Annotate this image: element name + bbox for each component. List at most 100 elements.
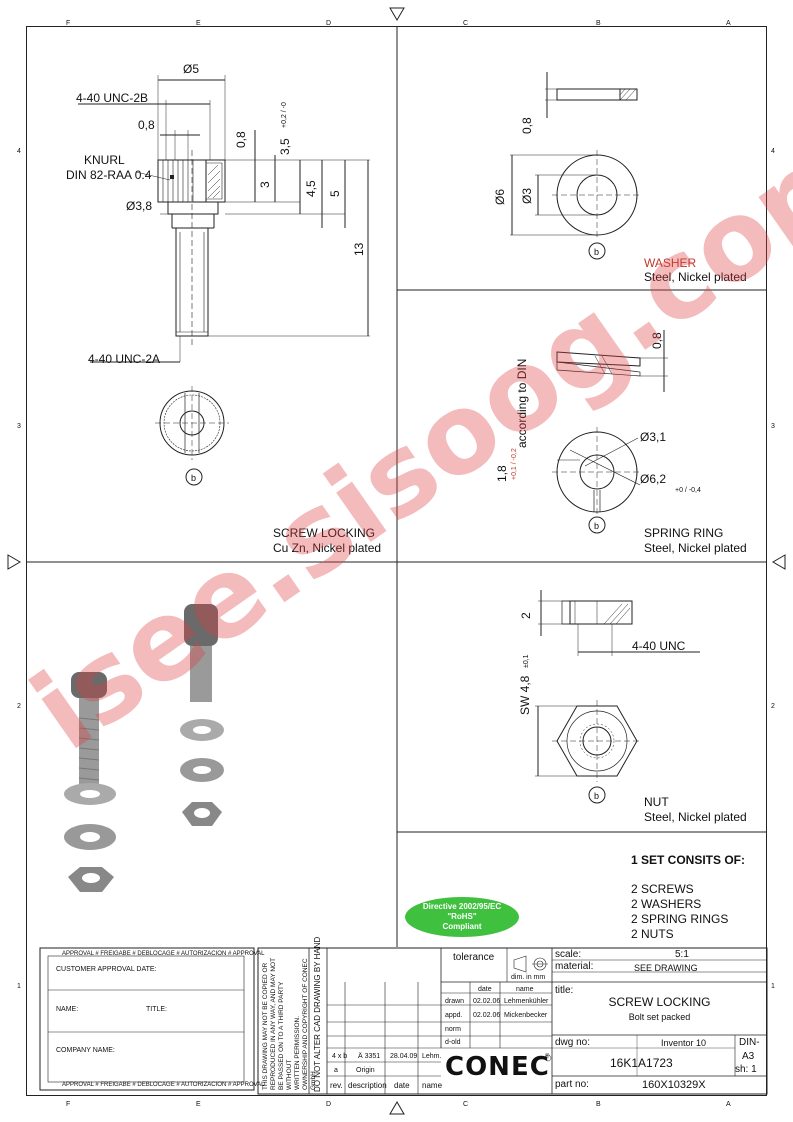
rohs-badge: Directive 2002/95/EC "RoHS" Compliant <box>405 902 519 932</box>
screw-dim-35-tol: +0,2 / -0 <box>281 102 288 128</box>
tolerance-label: tolerance <box>453 952 495 963</box>
screw-dim-diameter-38: Ø3,8 <box>126 199 153 213</box>
norm-label: norm <box>445 1026 461 1033</box>
rev-value: 4 x b <box>332 1053 348 1060</box>
screw-dim-45: 4,5 <box>304 180 318 197</box>
rev-header-rev: rev. <box>330 1081 343 1090</box>
material-value: SEE DRAWING <box>634 963 698 973</box>
nut-dim-2: 2 <box>519 612 533 619</box>
screw-dim-35: 3,5 <box>278 138 292 155</box>
grid-letter: A <box>726 20 731 27</box>
grid-number: 4 <box>771 148 775 155</box>
approval-company: COMPANY NAME: <box>56 1047 115 1054</box>
knurl-spec: DIN 82-RAA 0.4 <box>66 168 152 182</box>
grid-letter: C <box>463 20 469 27</box>
appd-date: 02.02.06 <box>473 1012 501 1019</box>
grid-letter: E <box>196 1101 201 1108</box>
rev-header-date: date <box>394 1081 410 1090</box>
screw-dim-13: 13 <box>352 242 366 256</box>
nut-thread: 4-40 UNC <box>632 639 686 653</box>
sheet-number: sh: 1 <box>735 1064 757 1075</box>
spring-dim-diameter-62-tol: +0 / -0,4 <box>675 487 701 494</box>
title-label: title: <box>555 985 574 996</box>
set-item: 2 WASHERS <box>631 897 702 911</box>
grid-number: 1 <box>771 983 775 990</box>
drawn-date: 02.02.06 <box>473 998 501 1005</box>
grid-number: 1 <box>17 983 21 990</box>
rohs-line: Compliant <box>442 922 482 931</box>
approval-banner-top: APPROVAL # FREIGABE # DEBLOCAGE # AUTORI… <box>62 951 265 957</box>
screw-dim-5: 5 <box>328 190 342 197</box>
approval-name: NAME: <box>56 1006 79 1013</box>
nut-title: NUT <box>644 795 669 809</box>
grid-letter: D <box>326 20 332 27</box>
title-sub: Bolt set packed <box>628 1012 691 1022</box>
spring-dim-diameter-31: Ø3,1 <box>640 430 667 444</box>
spring-dim-diameter-62: Ø6,2 <box>640 472 667 486</box>
approval-title: TITLE: <box>146 1006 168 1013</box>
rev-header-description: description <box>348 1081 387 1090</box>
rev-description: Ä 3351 <box>358 1053 381 1060</box>
set-heading: 1 SET CONSITS OF: <box>631 853 746 867</box>
grid-number: 3 <box>17 423 21 430</box>
screw-material: Cu Zn, Nickel plated <box>273 541 382 555</box>
cad-notice: DO NOT ALTER CAD DRAWING BY HAND <box>313 936 322 1092</box>
screw-dim-3: 3 <box>258 181 272 188</box>
din-label: DIN- <box>739 1037 760 1048</box>
grid-letter: F <box>66 1101 71 1108</box>
spring-according-din: according to DIN <box>515 358 529 448</box>
rev-date: 28.04.09 <box>390 1053 418 1060</box>
screw-thread-top: 4-40 UNC-2B <box>76 91 149 105</box>
copyright-line: REPRODUCED IN ANY WAY, AND MAY NOT <box>270 957 277 1090</box>
scale-label: scale: <box>555 949 582 960</box>
screw-dim-08: 0,8 <box>138 118 155 132</box>
washer-dim-08: 0,8 <box>520 117 534 134</box>
copyright-line: BE PASSED ON TO A THIRD PARTY WITHOUT <box>278 981 293 1090</box>
drawn-label: drawn <box>445 998 465 1005</box>
set-item: 2 SPRING RINGS <box>631 912 729 926</box>
nut-sw: SW 4,8 <box>518 675 532 715</box>
grid-letter: A <box>726 1101 731 1108</box>
appd-label: appd. <box>445 1012 463 1019</box>
washer-view-label: b <box>594 247 600 257</box>
copyright-notice: THIS DRAWING MAY NOT BE COPIED OR REPROD… <box>262 950 318 1090</box>
grid-letter: F <box>66 20 71 27</box>
grid-letter: D <box>326 1101 332 1108</box>
grid-number: 2 <box>17 703 21 710</box>
copyright-line: THIS DRAWING MAY NOT BE COPIED OR <box>262 962 269 1090</box>
grid-number: 3 <box>771 423 775 430</box>
spring-material: Steel, Nickel plated <box>644 541 747 555</box>
sheet-size: A3 <box>742 1051 755 1062</box>
washer-dim-diameter-3: Ø3 <box>520 187 534 204</box>
nut-sw-tol: ±0,1 <box>523 654 530 668</box>
grid-number: 2 <box>771 703 775 710</box>
grid-letter: E <box>196 20 201 27</box>
title-main: SCREW LOCKING <box>608 995 711 1009</box>
exploded-set-photo <box>178 600 228 840</box>
col-name: name <box>516 986 534 993</box>
spring-dim-18: 1,8 <box>495 465 509 482</box>
knurl-label: KNURL <box>84 153 125 167</box>
screw-dim-diameter-5: Ø5 <box>183 62 200 76</box>
washer-title: WASHER <box>644 256 697 270</box>
col-date: date <box>478 986 492 993</box>
washer-spring-nut-photo <box>60 782 120 922</box>
spring-dim-18-tol: +0,1 / -0,2 <box>511 448 518 480</box>
rev-origin-desc: Origin <box>356 1067 375 1074</box>
dim-unit: dim. in mm <box>511 974 546 981</box>
screw-photo <box>65 668 113 808</box>
rev-origin: a <box>334 1067 338 1074</box>
set-item: 2 NUTS <box>631 927 674 941</box>
rohs-line: "RoHS" <box>447 912 477 921</box>
spring-view-label: b <box>594 521 600 531</box>
approval-customer-date: CUSTOMER APPROVAL DATE: <box>56 966 157 973</box>
grid-letter: B <box>596 1101 601 1108</box>
part-label: part no: <box>555 1079 589 1090</box>
appd-name: Mickenbecker <box>504 1012 548 1019</box>
grid-letter: C <box>463 1101 469 1108</box>
rohs-line: Directive 2002/95/EC <box>422 902 502 911</box>
spring-title: SPRING RING <box>644 526 724 540</box>
grid-number: 4 <box>17 148 21 155</box>
part-number: 160X10329X <box>642 1079 706 1091</box>
